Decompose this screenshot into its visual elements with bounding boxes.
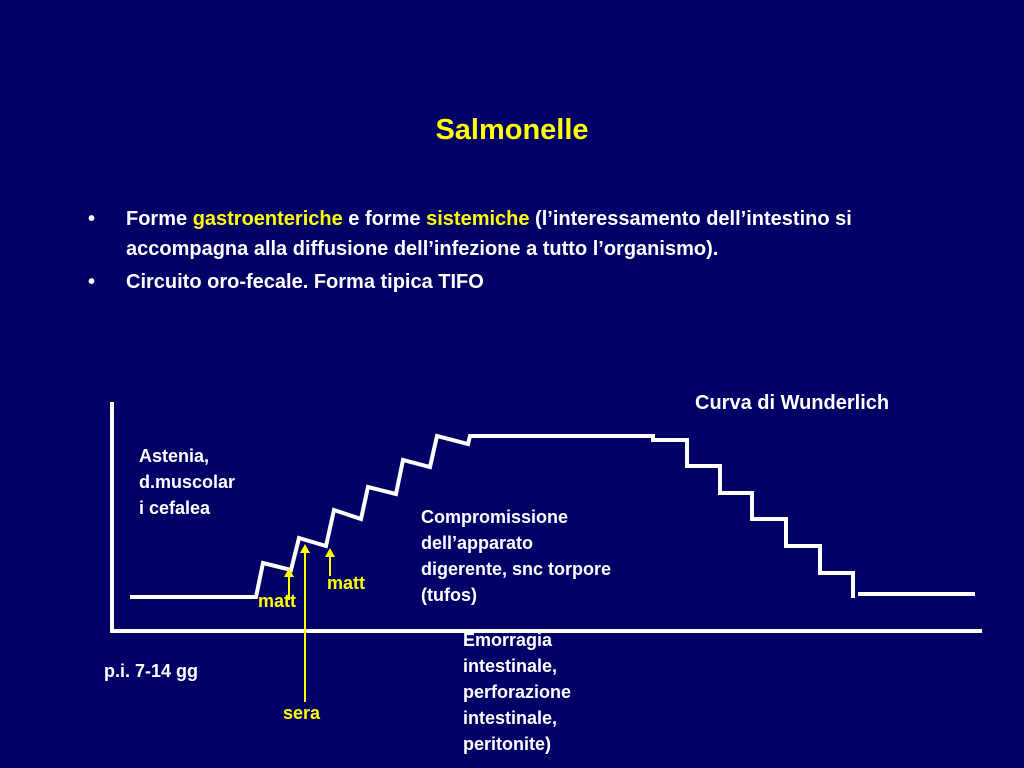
bullet-highlight-sistemiche: sistemiche — [426, 208, 530, 230]
symptoms-mid-line: (tufos) — [421, 585, 477, 605]
bullet-item: • Forme gastroenteriche e forme sistemic… — [88, 204, 928, 264]
bullet-highlight-gastroenteriche: gastroenteriche — [192, 208, 343, 230]
symptoms-mid-line: Compromissione — [421, 507, 569, 527]
marker-sera: sera — [283, 703, 321, 723]
arrow-matt-1-head — [284, 568, 294, 577]
symptoms-early: Astenia, d.muscolar i cefalea — [139, 443, 235, 521]
marker-matt-1: matt — [258, 591, 297, 611]
symptoms-early-line: Astenia, — [139, 446, 210, 466]
symptoms-mid: Compromissione dell’apparato digerente, … — [421, 504, 611, 608]
bullet-list: • Forme gastroenteriche e forme sistemic… — [88, 204, 928, 297]
arrow-matt-2-head — [325, 548, 335, 557]
symptoms-late-line: Emorragia — [463, 630, 553, 650]
bullet-text-pre: Forme — [126, 208, 193, 230]
slide-title: Salmonelle — [435, 114, 589, 146]
bullet-text-post: (l’interessamento dell’intestino si acco… — [126, 208, 852, 260]
incubation-label: p.i. 7-14 gg — [104, 661, 199, 681]
symptoms-late-line: perforazione — [463, 682, 572, 702]
symptoms-late-line: intestinale, — [463, 656, 558, 676]
symptoms-late-line: intestinale, — [463, 708, 558, 728]
symptoms-mid-line: digerente, snc torpore — [421, 559, 612, 579]
symptoms-mid-line: dell’apparato — [421, 533, 534, 553]
symptoms-late: Emorragia intestinale, perforazione inte… — [463, 627, 571, 757]
bullet-dot: • — [88, 208, 96, 230]
bullet-item: • Circuito oro-fecale. Forma tipica TIFO — [88, 267, 928, 297]
arrow-sera-head — [300, 544, 310, 553]
marker-matt-2: matt — [327, 573, 366, 593]
bullet-text: Circuito oro-fecale. Forma tipica TIFO — [126, 271, 484, 293]
curve-title: Curva di Wunderlich — [695, 392, 890, 414]
bullet-dot: • — [88, 271, 96, 293]
fever-curve — [130, 433, 855, 599]
symptoms-late-line: peritonite) — [463, 734, 551, 754]
symptoms-early-line: i cefalea — [139, 498, 211, 518]
symptoms-early-line: d.muscolar — [139, 472, 236, 492]
bullet-text-mid: e forme — [342, 208, 427, 230]
